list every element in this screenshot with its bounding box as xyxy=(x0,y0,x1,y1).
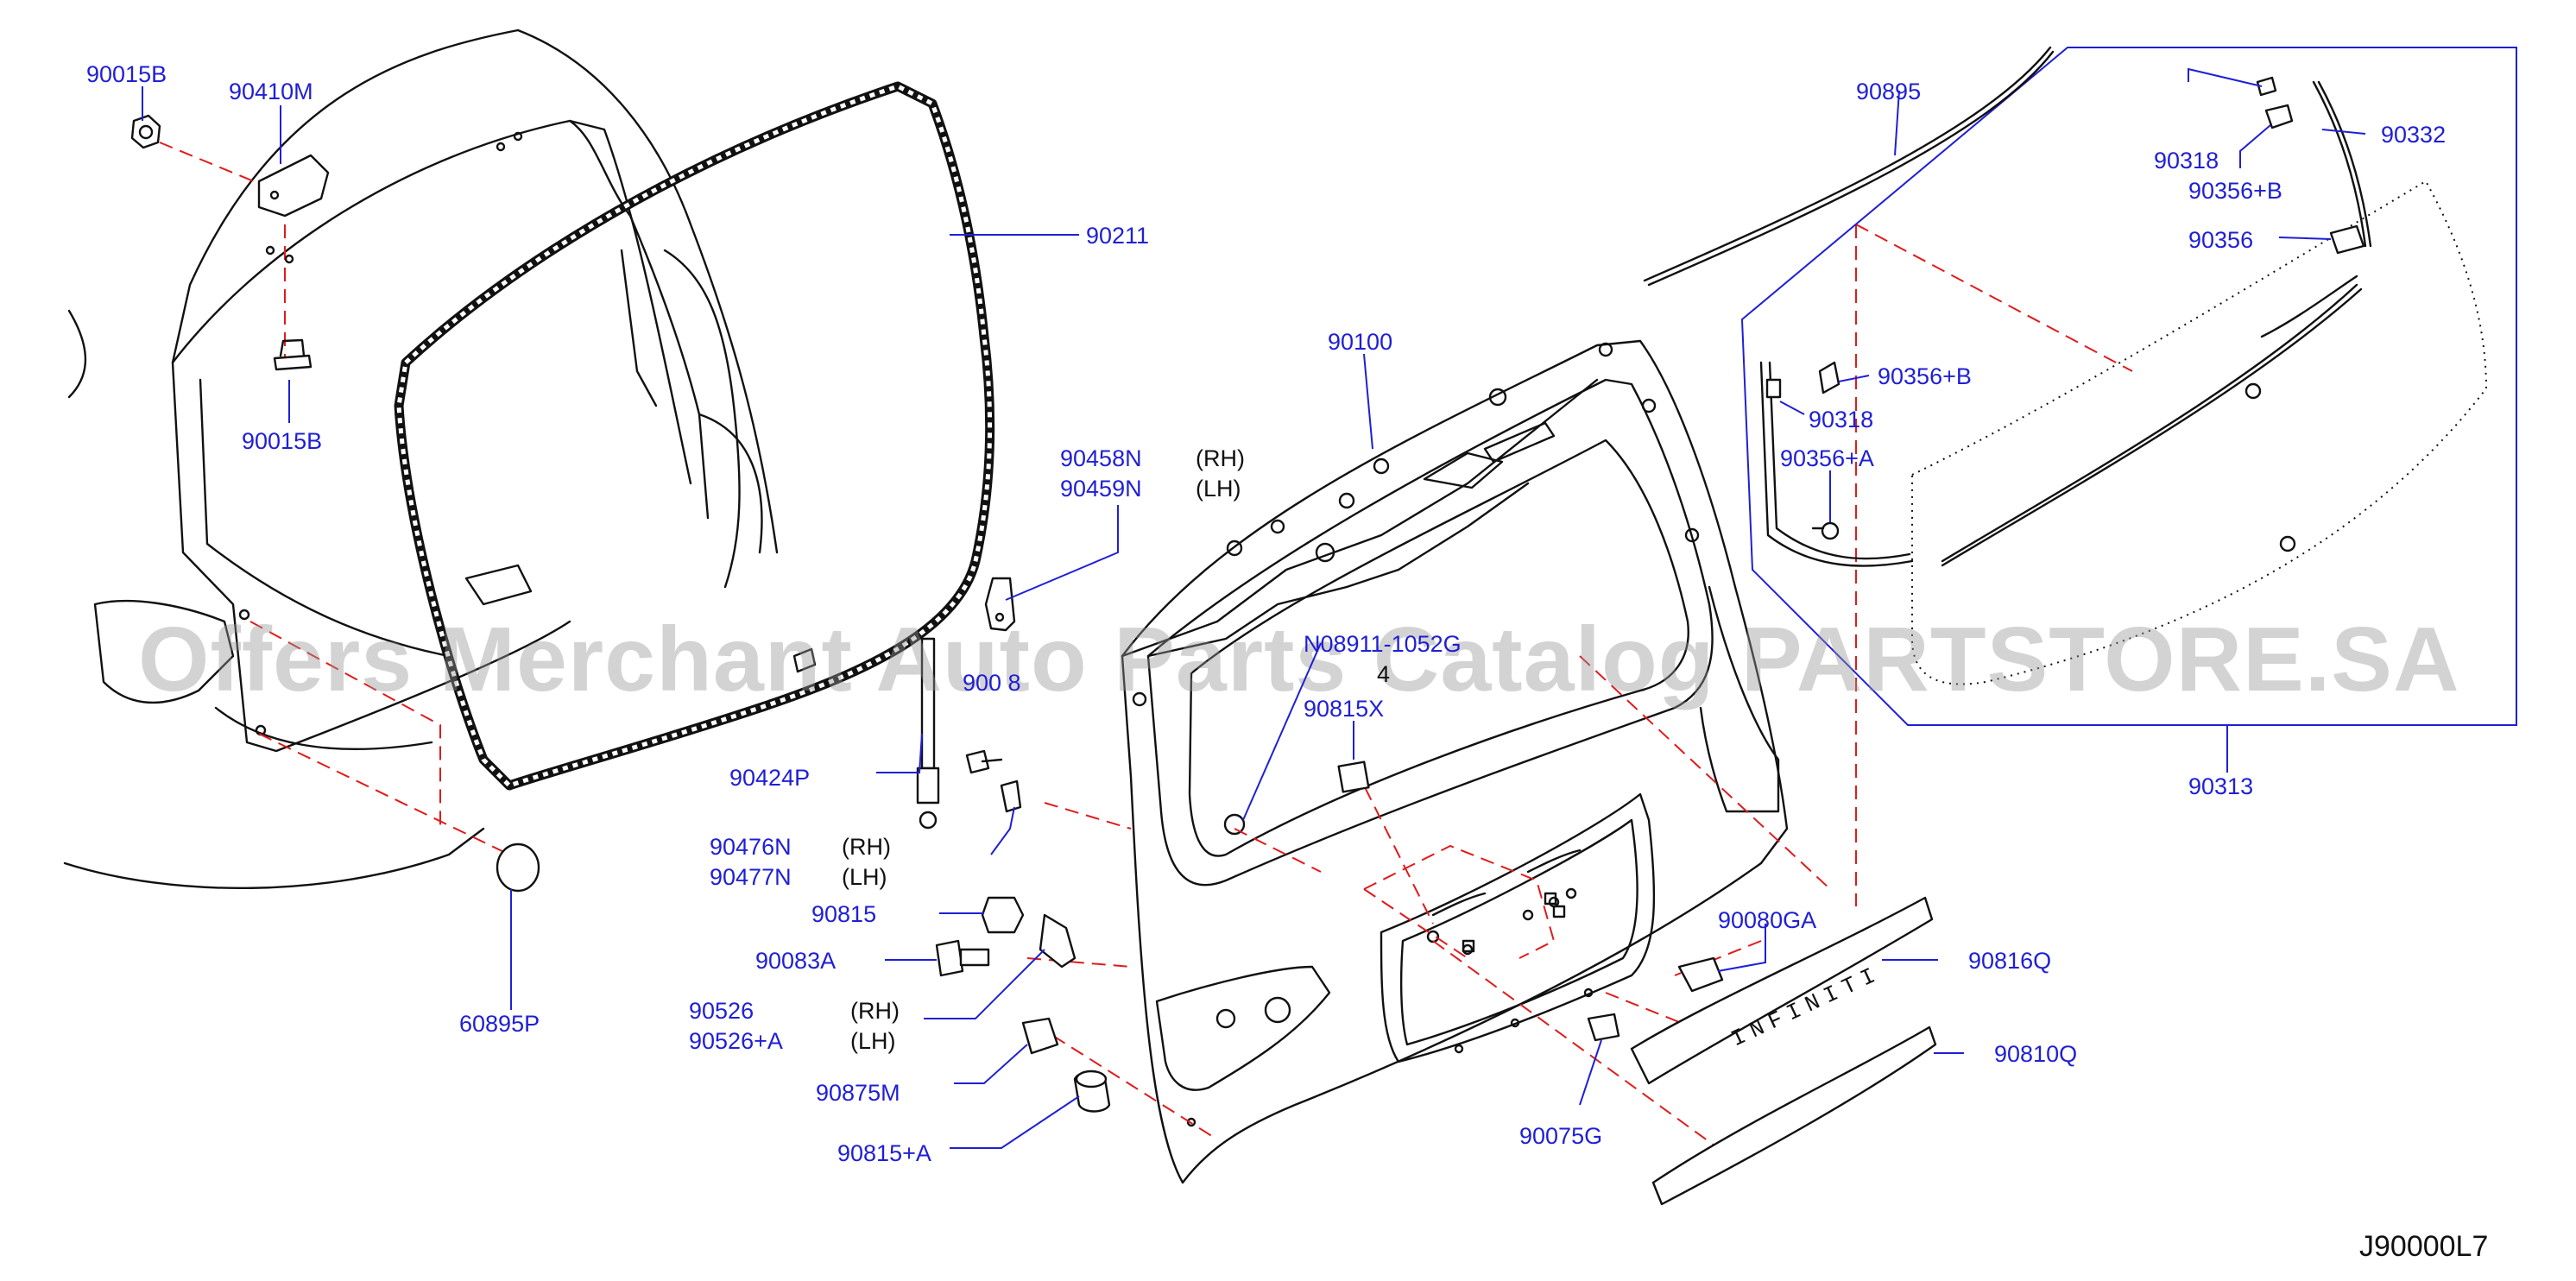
grommet-90015b xyxy=(273,354,313,371)
label-90477n: 90477N xyxy=(710,864,792,890)
label-90356b-mid: 90356+B xyxy=(1878,363,1972,389)
bracket-90476n xyxy=(1000,779,1022,813)
label-90318-mid: 90318 xyxy=(1809,407,1873,432)
label-rh-3: (RH) xyxy=(850,998,900,1024)
cap-60895p xyxy=(496,842,540,893)
label-90211: 90211 xyxy=(1086,223,1149,249)
label-90083a: 90083A xyxy=(755,948,836,974)
label-90356a: 90356+A xyxy=(1780,445,1874,471)
bolt-90083a xyxy=(935,939,990,977)
clip-90356 xyxy=(2329,224,2365,255)
label-lh-3: (LH) xyxy=(850,1028,896,1054)
hinge-90458n xyxy=(984,577,1016,632)
stopper-90815a xyxy=(1073,1070,1111,1113)
screw-90075g xyxy=(1587,1013,1620,1042)
clip-90356b-mid xyxy=(1818,361,1840,394)
label-90410m: 90410M xyxy=(229,79,313,104)
label-90356b-top: 90356+B xyxy=(2188,178,2282,204)
label-90318-top: 90318 xyxy=(2154,148,2219,174)
label-90080ga: 90080GA xyxy=(1718,907,1816,933)
label-90100: 90100 xyxy=(1328,329,1392,355)
weatherstrip-seal xyxy=(394,81,995,791)
label-90476n: 90476N xyxy=(710,834,792,860)
clip-90356a xyxy=(1821,521,1840,540)
label-90356: 90356 xyxy=(2188,227,2253,253)
moulding-90332 xyxy=(2312,80,2367,248)
label-90815a: 90815+A xyxy=(837,1140,931,1166)
body-opening xyxy=(63,28,817,890)
label-90458n: 90458N xyxy=(1060,445,1142,471)
label-90526a: 90526+A xyxy=(689,1028,783,1054)
diagram-code: J90000L7 xyxy=(2359,1230,2488,1263)
label-900x8: 900 8 xyxy=(963,670,1021,696)
label-90015b-bot: 90015B xyxy=(242,428,322,454)
label-90015b-top: 90015B xyxy=(86,61,167,87)
striker-90526 xyxy=(1039,913,1076,969)
label-90075g: 90075G xyxy=(1519,1123,1602,1149)
glass-group-frame xyxy=(1740,47,2517,726)
label-90815x: 90815X xyxy=(1304,696,1384,722)
label-90875m: 90875M xyxy=(816,1080,900,1106)
label-90526: 90526 xyxy=(689,998,754,1024)
label-90459n: 90459N xyxy=(1060,476,1142,502)
pad-90815x xyxy=(1337,760,1370,793)
watermark: Offers Merchant Auto Parts Catalog PARTS… xyxy=(138,609,2460,710)
label-08911: N08911-1052G xyxy=(1304,631,1462,657)
moulding-90895 xyxy=(1643,46,2052,282)
label-lh-2: (LH) xyxy=(842,864,887,890)
label-90332: 90332 xyxy=(2381,122,2446,148)
clip-90318-mid xyxy=(1765,378,1782,399)
label-90810q: 90810Q xyxy=(1994,1041,2077,1067)
gas-stay-90424p xyxy=(916,637,940,830)
clip-90318-top xyxy=(2256,76,2277,97)
screw-90080ga xyxy=(1677,956,1724,993)
clip-90356b-top xyxy=(2264,104,2294,129)
label-qty: 4 xyxy=(1377,661,1390,687)
bracket-90410m xyxy=(257,154,330,218)
bumper-90815 xyxy=(981,896,1025,934)
clip-90875m xyxy=(1021,1017,1059,1055)
label-rh-2: (RH) xyxy=(842,834,891,860)
label-lh-1: (LH) xyxy=(1196,476,1241,502)
label-rh-1: (RH) xyxy=(1196,445,1245,471)
label-90895: 90895 xyxy=(1856,79,1921,104)
label-90816q: 90816Q xyxy=(1968,948,2051,974)
nut-90015b xyxy=(130,114,161,149)
label-90815: 90815 xyxy=(811,901,876,927)
back-door-panel xyxy=(1121,339,1789,1184)
finisher-90810q xyxy=(1651,1025,1937,1206)
label-60895p: 60895P xyxy=(459,1011,540,1037)
label-90424p: 90424P xyxy=(729,765,810,791)
label-90313: 90313 xyxy=(2188,773,2253,799)
